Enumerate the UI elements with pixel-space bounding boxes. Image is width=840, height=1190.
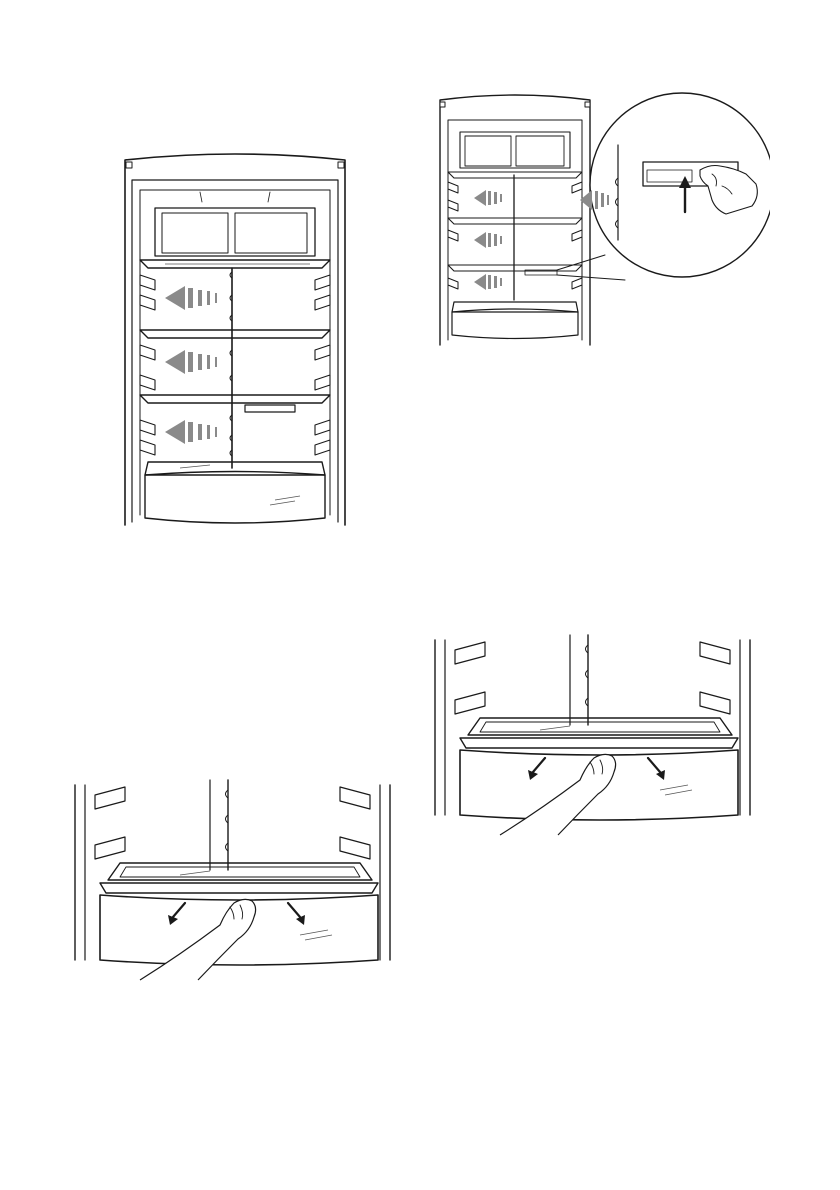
glass-shelf bbox=[140, 260, 330, 268]
pull-out-arrow bbox=[168, 903, 185, 925]
hinge-screw-left bbox=[126, 162, 132, 168]
crisper-drawer bbox=[145, 462, 325, 523]
shelf-adjustment-drawing bbox=[430, 90, 770, 350]
crisper-removal-drawing-left bbox=[60, 775, 410, 985]
slide-out-arrow bbox=[165, 286, 217, 310]
hand bbox=[500, 754, 616, 835]
hinge-screw-right bbox=[338, 162, 344, 168]
slide-out-arrow bbox=[474, 274, 502, 290]
slide-out-arrow bbox=[165, 350, 217, 374]
pull-out-arrow bbox=[288, 903, 305, 925]
pull-out-arrow bbox=[648, 758, 665, 780]
fridge-interior-figure bbox=[110, 150, 360, 530]
slide-out-arrow bbox=[474, 190, 502, 206]
slide-out-arrow bbox=[165, 420, 217, 444]
shelf-adjustment-figure bbox=[430, 90, 770, 350]
slide-out-arrow bbox=[474, 232, 502, 248]
crisper-removal-figure-left bbox=[60, 775, 410, 985]
hand bbox=[140, 899, 256, 980]
crisper-removal-drawing-right bbox=[420, 630, 770, 840]
fridge-interior-drawing bbox=[110, 150, 360, 530]
crisper-removal-figure-right bbox=[420, 630, 770, 840]
door-bin bbox=[455, 642, 730, 714]
pull-out-arrow bbox=[528, 758, 545, 780]
door-bin bbox=[95, 787, 370, 859]
magnified-detail-circle bbox=[580, 93, 770, 277]
glass-shelf bbox=[140, 395, 330, 403]
glass-shelf bbox=[140, 330, 330, 338]
shelf-label-strip bbox=[245, 405, 295, 412]
